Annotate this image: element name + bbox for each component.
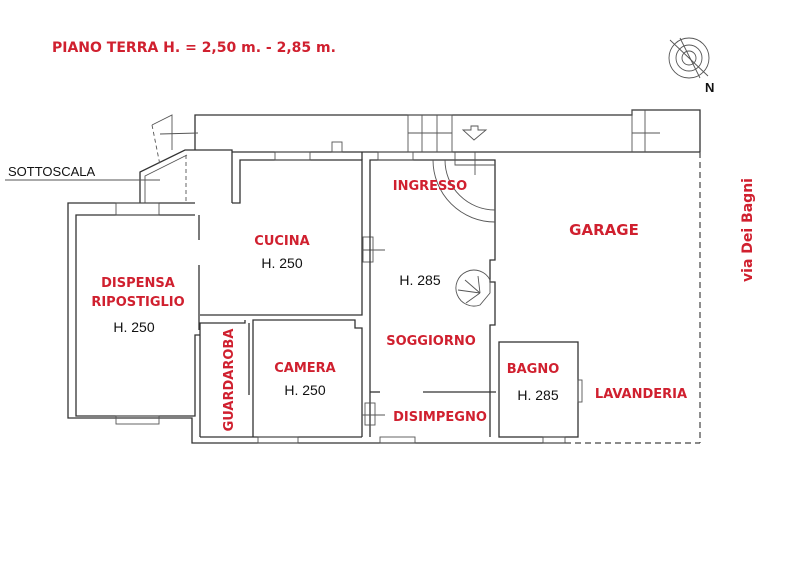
entrance-arrow-icon [461,125,488,141]
top-corridor [194,109,701,153]
room-dispensa [67,202,565,444]
bagno-height: H. 285 [517,387,558,403]
garage-label: GARAGE [569,221,639,239]
street-label: via Dei Bagni [740,178,756,282]
room-bagno [498,341,583,444]
camera-height: H. 250 [284,382,325,398]
cucina-height: H. 250 [261,255,302,271]
sottoscala-label: SOTTOSCALA [8,164,96,179]
room-cucina [200,151,385,316]
spiral-stair-icon [455,269,491,307]
lavanderia-label: LAVANDERIA [595,387,687,402]
soggiorno-height: H. 285 [399,272,440,288]
ripostiglio-label: RIPOSTIGLIO [91,295,184,310]
compass-north-label: N [705,80,714,95]
bagno-label: BAGNO [507,362,560,377]
cucina-label: CUCINA [254,234,309,249]
plan-title: PIANO TERRA H. = 2,50 m. - 2,85 m. [52,40,336,56]
guardaroba-label: GUARDAROBA [222,329,237,432]
room-garage [565,152,701,444]
dispensa-height: H. 250 [113,319,154,335]
camera-label: CAMERA [274,361,336,376]
room-camera [199,319,363,444]
dispensa-label: DISPENSA [101,276,175,291]
sottoscala-stair [5,114,233,203]
ingresso-label: INGRESSO [393,179,467,194]
soggiorno-label: SOGGIORNO [386,334,476,349]
disimpegno-label: DISIMPEGNO [393,410,487,425]
compass-icon [668,37,710,79]
room-soggiorno [361,151,496,444]
